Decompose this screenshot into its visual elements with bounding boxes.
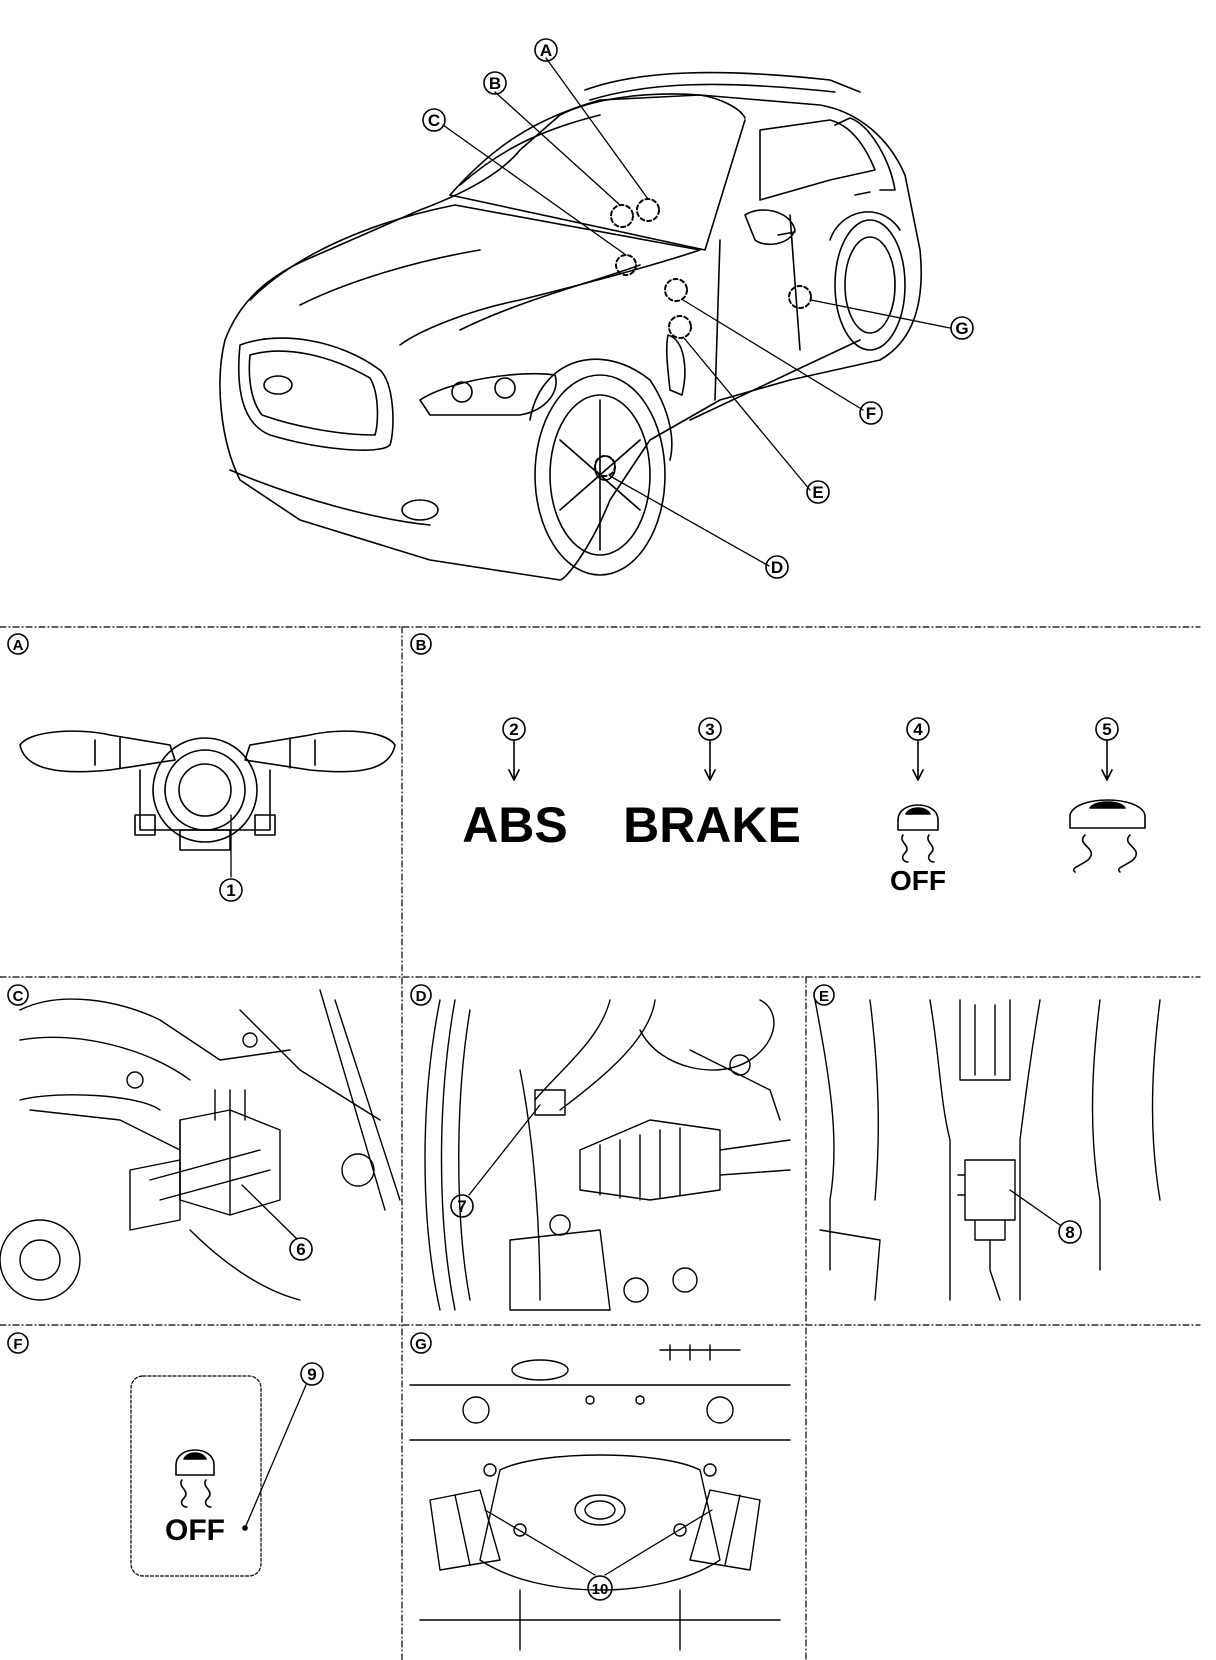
overview-leaders <box>442 57 951 567</box>
panel-g-letter: G <box>415 1336 427 1353</box>
part-number-5: 5 <box>1102 720 1111 739</box>
location-marker-a <box>636 198 660 222</box>
abs-warning-lamp: ABS <box>462 797 568 853</box>
vdc-off-switch-label: OFF <box>165 1514 225 1547</box>
callout-letter-e: E <box>812 483 823 502</box>
part-number-9: 9 <box>307 1365 316 1384</box>
part-number-7: 7 <box>457 1197 466 1216</box>
panel-d-letter: D <box>416 988 427 1005</box>
abs-actuator-drawing <box>0 989 401 1301</box>
location-marker-g <box>788 285 812 309</box>
panel-e-letter: E <box>819 988 829 1005</box>
steering-angle-sensor-drawing <box>19 730 396 851</box>
part-number-8: 8 <box>1065 1223 1074 1242</box>
part-number-3: 3 <box>705 720 714 739</box>
callout-letter-c: C <box>428 111 440 130</box>
location-marker-b <box>610 204 634 228</box>
vdc-off-switch-icon <box>175 1449 215 1508</box>
callout-letter-g: G <box>955 319 968 338</box>
vehicle-overview-drawing <box>219 71 923 581</box>
callout-letter-b: B <box>489 74 501 93</box>
warning-lamp-callouts <box>502 717 1119 781</box>
yaw-rate-sensor-drawing <box>814 999 1161 1301</box>
location-marker-f <box>664 278 688 302</box>
panel-letter-circles <box>7 633 835 1354</box>
location-marker-d <box>594 455 616 477</box>
panel-c-letter: C <box>13 988 24 1005</box>
overview-callouts <box>422 38 974 579</box>
slip-off-indicator-icon <box>897 804 939 863</box>
location-marker-group <box>594 198 812 477</box>
part-number-6: 6 <box>296 1240 305 1259</box>
brake-warning-lamp: BRAKE <box>623 797 801 853</box>
front-wheel-sensor-drawing <box>424 999 791 1311</box>
callout-letter-d: D <box>771 558 783 577</box>
panel-b-letter: B <box>416 637 427 654</box>
slip-indicator-icon <box>1069 799 1146 873</box>
panel-f-letter: F <box>13 1336 22 1353</box>
vdc-off-switch-outline <box>130 1375 262 1577</box>
part-number-1: 1 <box>226 881 235 900</box>
panel-grid <box>0 626 1201 1660</box>
callout-letter-f: F <box>866 404 876 423</box>
rear-wheel-sensor-drawing <box>409 1344 791 1651</box>
location-marker-e <box>668 315 692 339</box>
part-number-2: 2 <box>509 720 518 739</box>
part-number-4: 4 <box>913 720 923 739</box>
part-number-10: 10 <box>592 1581 609 1598</box>
slip-off-indicator-text: OFF <box>890 865 946 896</box>
callout-letter-a: A <box>540 41 552 60</box>
panel-a-letter: A <box>13 637 24 654</box>
